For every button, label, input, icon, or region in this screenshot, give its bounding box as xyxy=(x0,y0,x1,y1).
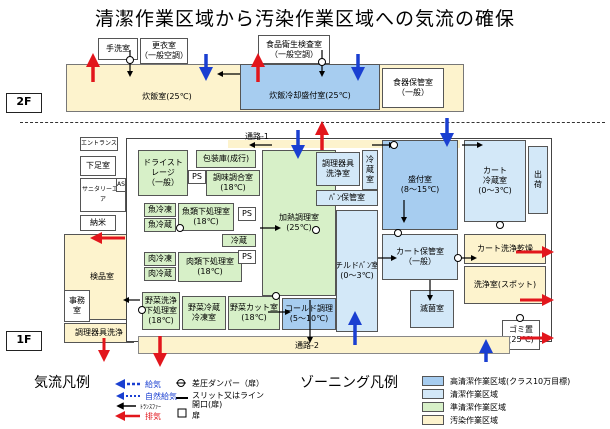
room-meat-chilled: 肉冷蔵 xyxy=(144,267,176,281)
corridor-2 xyxy=(138,336,510,354)
floor-label-1f: 1F xyxy=(6,331,42,351)
supply-arrow-1f xyxy=(291,118,493,362)
exhaust-arrow-1f xyxy=(90,121,554,367)
exhaust-arrow-2f xyxy=(86,53,265,82)
room-cart-cold: カート 冷蔵室 (0〜3℃) xyxy=(464,140,526,222)
room-entrance: エントランス xyxy=(80,137,118,151)
room-dry-storage: ドライスト レージ （一般） xyxy=(138,150,188,196)
corridor-1 xyxy=(228,140,460,148)
room-seasoning: 調味調合室 (18℃) xyxy=(206,170,260,196)
transfer-arrow-2f xyxy=(127,50,325,77)
corridor-2-label: 通路-2 xyxy=(295,341,319,350)
page-title: 清潔作業区域から汚染作業区域への気流の確保 xyxy=(94,8,515,30)
room-delivery: 納米 xyxy=(80,215,116,231)
legend-zone-1: 高清潔作業区域(クラス10万目標) xyxy=(450,377,571,386)
room-veg-wash: 野菜洗浄 下処理室 (18℃) xyxy=(142,292,180,330)
room-tool-wash: 調理器具洗浄 xyxy=(64,323,134,343)
room-chill: 冷蔵 xyxy=(222,234,256,247)
floor-label-2f: 2F xyxy=(6,93,42,113)
transfer-arrow-1f xyxy=(123,142,483,343)
room-meat-prep: 肉類下処理室 (18℃) xyxy=(178,252,242,282)
legend-airflow-title: 気流凡例 xyxy=(34,375,90,391)
damper-symbols xyxy=(126,56,524,322)
legend-zone-3: 準清潔作業区域 xyxy=(450,403,506,412)
legend-transfer: ﾄﾗﾝｽﾌｧｰ xyxy=(140,404,162,411)
legend-natural: 自然給気 xyxy=(145,392,177,401)
room-ps3: PS xyxy=(238,250,256,264)
legend-exhaust: 排気 xyxy=(145,412,161,421)
legend-zone-1-swatch xyxy=(422,376,444,386)
room-ps1: PS xyxy=(188,170,206,184)
room-as: AS xyxy=(116,178,126,192)
room-tableware-storage: 食器保管室 （一般） xyxy=(382,68,444,108)
room-veg-storage: 野菜冷蔵 冷凍室 xyxy=(182,296,226,330)
room-fish-prep: 魚類下処理室 (18℃) xyxy=(178,203,234,231)
legend-zone-4: 汚染作業区域 xyxy=(450,416,498,425)
room-bread-storage: ﾊﾟﾝ保管室 xyxy=(316,190,378,206)
legend-zone-2-swatch xyxy=(422,389,444,399)
room-hygiene: 食品衛生検査室 （一般空調） xyxy=(258,35,330,64)
room-refrigerator: 冷 蔵 室 xyxy=(362,150,378,190)
room-wrapping: 包装庫(成行) xyxy=(196,150,256,168)
room-fish-frozen: 魚冷凍 xyxy=(144,203,176,217)
legend-damper: 差圧ダンパー（扉） xyxy=(192,379,264,388)
legend-zone-3-swatch xyxy=(422,402,444,412)
legend-zone-4-swatch xyxy=(422,415,444,425)
legend-symbols xyxy=(115,379,188,421)
room-shipping: 出 荷 xyxy=(528,146,548,214)
room-cart-wash: カート洗浄乾燥 xyxy=(464,234,546,264)
legend-zoning-title: ゾーニング凡例 xyxy=(300,375,398,391)
room-fish-chilled: 魚冷蔵 xyxy=(144,218,176,232)
legend-zone-2: 清潔作業区域 xyxy=(450,390,498,399)
floor-divider xyxy=(20,122,605,123)
room-shoes: 下足室 xyxy=(80,156,116,176)
room-rice-cooking: 炊飯室(25℃) xyxy=(142,92,192,101)
legend-slit: スリット又はライン 開口(扉) xyxy=(192,391,264,409)
supply-arrow-2f xyxy=(199,54,365,81)
legend-door: 扉 xyxy=(192,411,200,420)
room-veg-cut: 野菜カット室 (18℃) xyxy=(228,296,280,330)
room-ps2: PS xyxy=(238,207,256,221)
room-serving: 盛付室 (8〜15℃) xyxy=(382,140,458,230)
room-office: 事務 室 xyxy=(64,290,90,322)
room-handwash: 手洗室 xyxy=(98,38,138,60)
room-tool-wash-2: 調理器具 洗浄室 xyxy=(316,152,360,186)
corridor-1-label: 通路-1 xyxy=(245,132,269,141)
room-meat-frozen: 肉冷凍 xyxy=(144,252,176,266)
room-cold-cooking: コールド調理 (5〜10℃) xyxy=(282,298,336,330)
legend-supply: 給気 xyxy=(145,380,161,389)
room-changing: 更衣室 （一般空調） xyxy=(140,38,188,64)
room-wash-spot: 洗浄室(スポット) xyxy=(464,266,546,304)
